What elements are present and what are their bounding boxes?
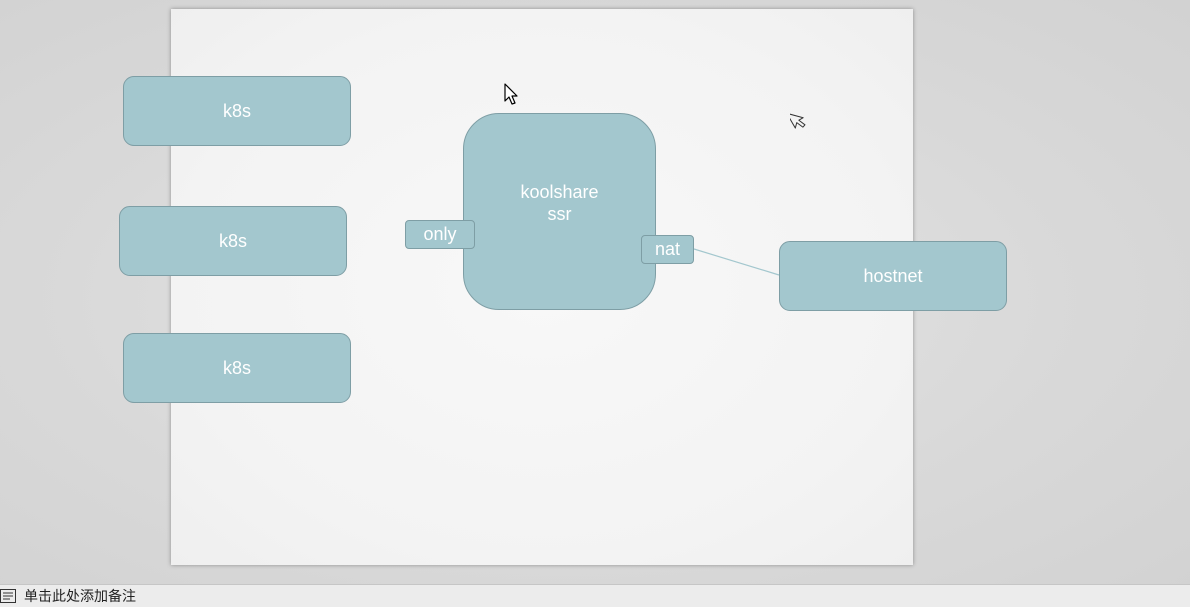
koolshare-label-line2: ssr: [547, 203, 572, 224]
koolshare-label-line1: koolshare: [520, 181, 599, 202]
k8s-shape-2-label: k8s: [218, 230, 247, 251]
nat-port-shape[interactable]: nat: [641, 235, 694, 264]
notes-bar[interactable]: 单击此处添加备注: [0, 584, 1190, 607]
hostnet-shape[interactable]: hostnet: [779, 241, 1007, 311]
mouse-pointer-ghost-icon: [790, 112, 806, 129]
k8s-shape-3[interactable]: k8s: [123, 333, 351, 403]
notes-placeholder[interactable]: 单击此处添加备注: [24, 589, 136, 605]
only-port-shape[interactable]: only: [405, 220, 475, 249]
k8s-shape-1-label: k8s: [222, 100, 251, 121]
k8s-shape-3-label: k8s: [222, 357, 251, 378]
notes-icon: [0, 589, 16, 603]
mouse-pointer-icon: [504, 83, 518, 105]
k8s-shape-1[interactable]: k8s: [123, 76, 351, 146]
only-port-label: only: [423, 224, 457, 244]
koolshare-ssr-shape[interactable]: koolshare ssr: [463, 113, 656, 310]
nat-port-label: nat: [654, 239, 681, 259]
hostnet-label: hostnet: [863, 265, 923, 286]
k8s-shape-2[interactable]: k8s: [119, 206, 347, 276]
